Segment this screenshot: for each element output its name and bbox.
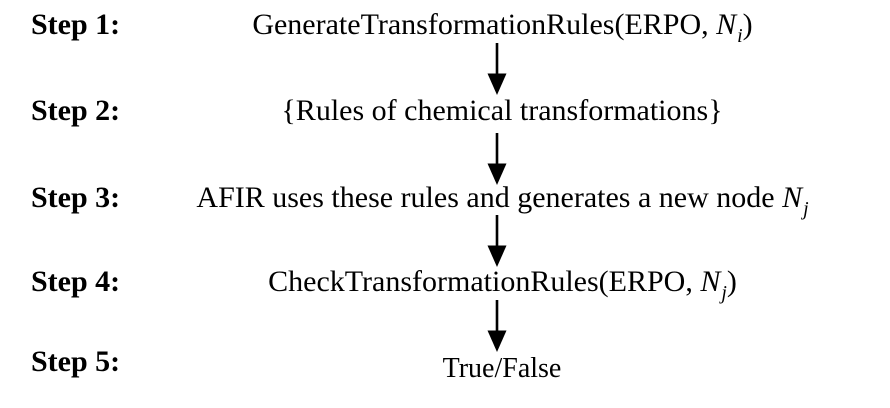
down-arrow-icon <box>486 215 508 267</box>
step-5-label: Step 5: <box>31 345 121 378</box>
step-4-subscript: j <box>721 281 727 304</box>
step-4-variable: N <box>700 265 721 298</box>
step-row-5: Step 5: True/False <box>0 345 890 385</box>
step-2-label: Step 2: <box>31 94 121 127</box>
step-3-content: AFIR uses these rules and generates a ne… <box>115 181 890 220</box>
step-2-content: {Rules of chemical transformations} <box>115 94 890 131</box>
down-arrow-icon <box>486 133 508 185</box>
step-3-subscript: j <box>803 197 809 220</box>
step-5-text: True/False <box>442 353 562 384</box>
step-row-1: Step 1: GenerateTransformationRules(ERPO… <box>0 8 890 48</box>
step-2-text: {Rules of chemical transformations} <box>281 94 723 127</box>
step-3-text: AFIR uses these rules and generates a ne… <box>196 181 783 214</box>
step-4-text: CheckTransformationRules(ERPO, <box>268 265 701 298</box>
step-row-4: Step 4: CheckTransformationRules(ERPO, N… <box>0 265 890 305</box>
step-1-content: GenerateTransformationRules(ERPO, Ni) <box>115 8 890 47</box>
step-4-text-end: ) <box>726 265 737 298</box>
down-arrow-icon <box>486 300 508 352</box>
step-1-variable: N <box>716 8 737 41</box>
step-row-2: Step 2: {Rules of chemical transformatio… <box>0 94 890 134</box>
step-1-label: Step 1: <box>31 8 121 41</box>
step-3-label: Step 3: <box>31 181 121 214</box>
step-4-content: CheckTransformationRules(ERPO, Nj) <box>115 265 890 304</box>
step-1-text: GenerateTransformationRules(ERPO, <box>252 8 717 41</box>
step-1-subscript: i <box>737 24 743 47</box>
step-4-label: Step 4: <box>31 265 121 298</box>
step-3-variable: N <box>782 181 803 214</box>
step-5-content: True/False <box>115 352 890 388</box>
step-1-text-end: ) <box>742 8 753 41</box>
down-arrow-icon <box>486 43 508 95</box>
step-row-3: Step 3: AFIR uses these rules and genera… <box>0 181 890 221</box>
